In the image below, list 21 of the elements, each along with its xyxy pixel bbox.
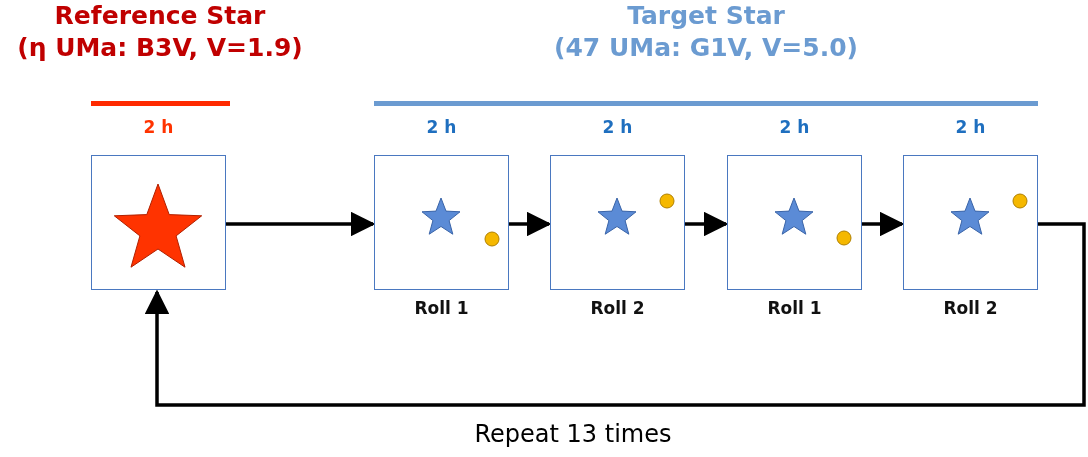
image-frame (727, 155, 862, 290)
duration-label: 2 h (142, 117, 175, 137)
duration-label: 2 h (778, 117, 811, 137)
duration-label: 2 h (425, 117, 458, 137)
heading: Target Star (47 UMa: G1V, V=5.0) (553, 0, 859, 64)
roll-label: Roll 2 (589, 298, 646, 318)
arrow (509, 211, 552, 237)
heading: Reference Star (η UMa: B3V, V=1.9) (16, 0, 304, 64)
arrow (685, 211, 729, 237)
image-frame (550, 155, 685, 290)
arrow (144, 222, 1086, 407)
image-frame (374, 155, 509, 290)
arrow (862, 211, 905, 237)
image-frame (903, 155, 1038, 290)
image-frame (91, 155, 226, 290)
roll-label: Roll 1 (766, 298, 823, 318)
duration-label: 2 h (601, 117, 634, 137)
roll-label: Roll 1 (413, 298, 470, 318)
duration-label: 2 h (954, 117, 987, 137)
roll-label: Roll 2 (942, 298, 999, 318)
arrow (226, 211, 376, 237)
